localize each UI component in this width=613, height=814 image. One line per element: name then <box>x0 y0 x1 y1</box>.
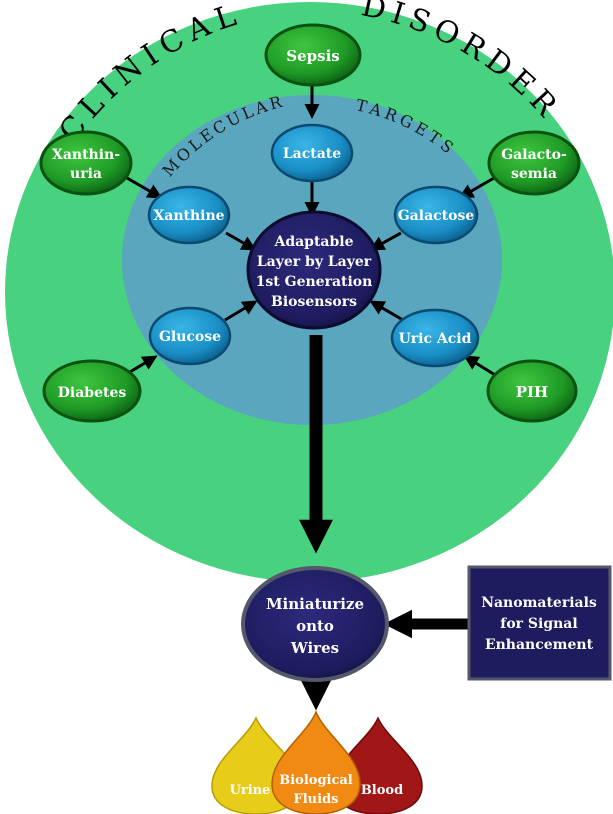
xanthinuria-label-line2: uria <box>70 166 102 182</box>
diabetes-label: Diabetes <box>58 385 127 401</box>
uric-acid-label: Uric Acid <box>399 331 472 347</box>
blood-label: Blood <box>361 783 403 798</box>
arrow-xanthine-center <box>225 231 257 251</box>
biological-fluids-line2: Fluids <box>294 792 339 807</box>
nanomaterials-line3: Enhancement <box>485 637 594 653</box>
biological-fluids-line1: Biological <box>279 773 353 788</box>
xanthinuria-label-line1: Xanthin- <box>52 147 120 163</box>
node-galactosemia: Galacto- semia <box>487 130 581 196</box>
node-uric-acid: Uric Acid <box>390 308 480 368</box>
flow-arrows <box>299 335 468 711</box>
node-biosensors: Adaptable Layer by Layer 1st Generation … <box>246 210 382 330</box>
node-diabetes: Diabetes <box>42 359 142 423</box>
galactose-label: Galactose <box>398 208 475 224</box>
miniaturize-line2: onto <box>296 617 334 635</box>
galactosemia-label-line1: Galacto- <box>501 147 567 163</box>
node-lactate: Lactate <box>270 123 354 183</box>
miniaturize-line3: Wires <box>290 639 339 657</box>
glucose-label: Glucose <box>159 329 221 345</box>
node-nanomaterials: Nanomaterials for Signal Enhancement <box>467 565 612 681</box>
nanomaterials-line2: for Signal <box>500 616 577 632</box>
xanthine-label: Xanthine <box>153 208 224 224</box>
miniaturize-line1: Miniaturize <box>266 595 364 613</box>
node-miniaturize: Miniaturize onto Wires <box>241 566 389 682</box>
urine-label: Urine <box>230 783 271 798</box>
node-pih: PIH <box>486 359 578 423</box>
node-sepsis: Sepsis <box>264 23 362 87</box>
lactate-label: Lactate <box>283 146 341 162</box>
biosensors-line2: Layer by Layer <box>257 254 372 270</box>
arrow-uricacid-center <box>369 300 404 322</box>
node-xanthinuria: Xanthin- uria <box>39 130 133 196</box>
arrow-galactose-center <box>369 231 402 251</box>
pih-label: PIH <box>516 383 548 401</box>
arrow-xanthinuria-xanthine <box>126 176 163 199</box>
node-glucose: Glucose <box>148 306 232 366</box>
drop-biological-fluids: Biological Fluids <box>271 710 361 814</box>
biosensors-line4: Biosensors <box>271 294 357 310</box>
arrow-glucose-center <box>224 300 258 322</box>
biosensors-line3: 1st Generation <box>256 274 373 290</box>
connector-arrows <box>119 84 501 380</box>
sepsis-label: Sepsis <box>286 47 339 65</box>
biosensors-line1: Adaptable <box>273 234 353 250</box>
node-xanthine: Xanthine <box>147 185 231 245</box>
arrow-galactosemia-galactose <box>458 176 495 199</box>
galactosemia-label-line2: semia <box>511 166 557 182</box>
nanomaterials-line1: Nanomaterials <box>481 595 597 611</box>
node-galactose: Galactose <box>393 185 479 245</box>
